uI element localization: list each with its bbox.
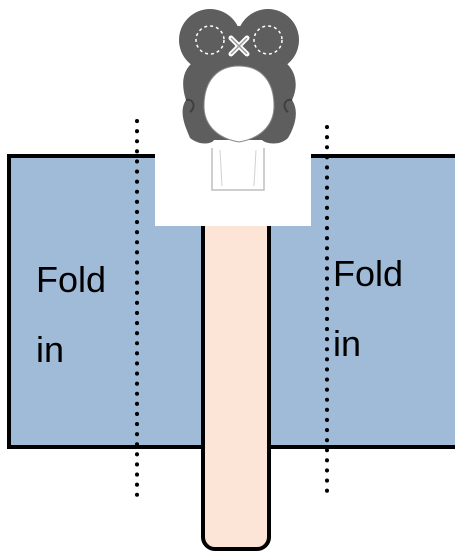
doll-head-illustration — [179, 9, 299, 191]
left-fold-label-line-2: in — [36, 329, 64, 370]
right-fold-label-line-2: in — [333, 323, 361, 364]
left-fold-label-line-1: Fold — [36, 259, 106, 300]
popsicle-stick — [201, 176, 271, 551]
left-fold-label: Fold in — [36, 259, 116, 370]
right-fold-label-line-1: Fold — [333, 253, 403, 294]
right-fold-label: Fold in — [333, 253, 413, 364]
